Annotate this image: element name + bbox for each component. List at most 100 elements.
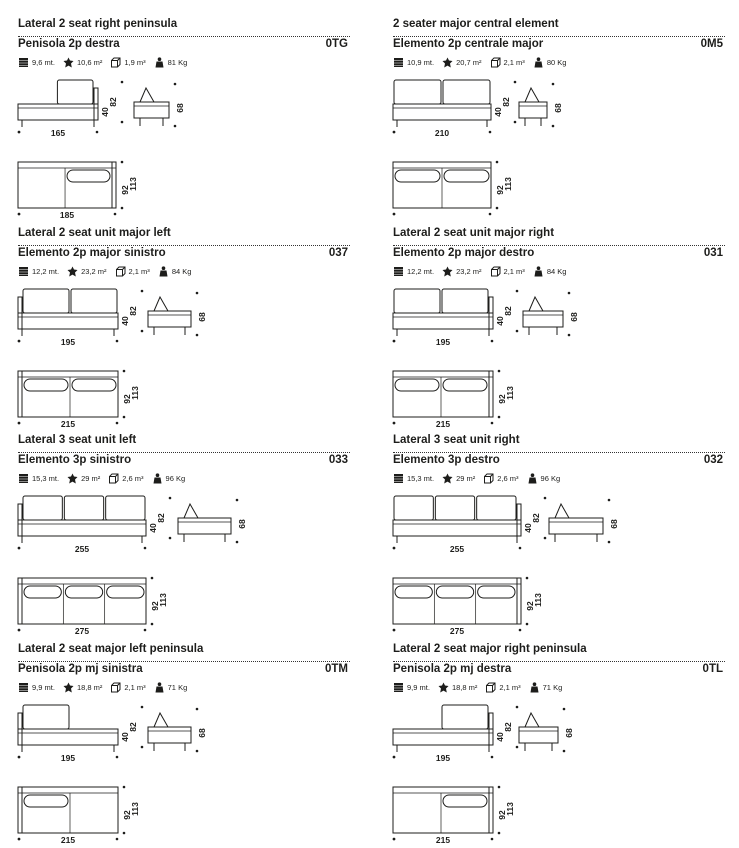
top-back-cushion xyxy=(394,169,441,183)
spec-leather: 18,8 m² xyxy=(438,682,477,693)
spec-leather-value: 29 m² xyxy=(81,473,101,483)
spec-weight-value: 81 Kg xyxy=(167,57,188,67)
back-cushion xyxy=(105,495,146,521)
side-height-label: 68 xyxy=(569,312,579,322)
top-width-label: 215 xyxy=(61,419,75,429)
dimension-marker xyxy=(140,705,144,709)
dimension-marker xyxy=(551,82,555,86)
spec-leather: 23,2 m² xyxy=(67,266,107,277)
dimension-marker xyxy=(17,212,21,216)
dimension-marker xyxy=(497,785,501,789)
package-box-icon xyxy=(490,266,501,276)
dimension-marker xyxy=(115,421,119,425)
product-code: 0TM xyxy=(325,663,348,675)
top-outline xyxy=(392,577,522,625)
package-box-icon xyxy=(111,682,121,692)
top-outline xyxy=(17,577,147,625)
package-box-icon xyxy=(490,57,501,67)
dimension-marker xyxy=(140,289,144,293)
spec-volume: 2,6 m³ xyxy=(108,473,144,484)
side-body xyxy=(133,101,170,119)
package-box-icon xyxy=(111,57,121,67)
dimension-marker xyxy=(513,120,517,124)
back-cushion xyxy=(393,288,441,314)
top-back-cushion xyxy=(71,378,117,392)
back-height-label: 82 xyxy=(503,722,513,732)
side-view: 68 xyxy=(548,498,619,544)
spec-weight: 84 Kg xyxy=(158,265,192,277)
back-height-label: 82 xyxy=(503,306,513,316)
top-back-cushion xyxy=(477,585,516,599)
product-code: 0TG xyxy=(325,38,348,50)
dimension-marker xyxy=(392,628,396,632)
fabric-swatch-icon xyxy=(19,473,28,483)
top-arm-left xyxy=(17,577,23,625)
fabric-swatch-icon xyxy=(394,57,403,67)
dimension-marker xyxy=(488,130,492,134)
seat-height-label: 40 xyxy=(120,316,130,326)
package-box-icon xyxy=(484,473,494,483)
product-code: 031 xyxy=(703,247,723,259)
back-height-label: 82 xyxy=(501,97,511,107)
armrest-right xyxy=(488,712,494,746)
dotted-divider xyxy=(18,661,350,662)
dimension-marker xyxy=(490,755,494,759)
back-height-label: 82 xyxy=(128,306,138,316)
armrest-left xyxy=(17,503,23,537)
dimension-marker xyxy=(17,339,21,343)
seat-height-label: 40 xyxy=(120,732,130,742)
dimension-marker xyxy=(525,622,529,626)
product-title-it: Penisola 2p destra xyxy=(18,38,120,50)
top-back-cushion xyxy=(443,169,490,183)
seat-height-label: 40 xyxy=(100,107,110,117)
dimension-marker xyxy=(518,546,522,550)
leather-hide-icon xyxy=(67,266,78,276)
side-body xyxy=(177,517,232,535)
front-width-label: 165 xyxy=(51,128,65,138)
leather-hide-icon xyxy=(63,682,74,692)
seat-height-label: 40 xyxy=(148,523,158,533)
total-depth-label: 113 xyxy=(128,177,138,191)
spec-fabric: 9,9 mt. xyxy=(18,682,55,693)
top-outline xyxy=(17,161,117,209)
top-back-cushion xyxy=(106,585,145,599)
spec-leather-value: 29 m² xyxy=(456,473,476,483)
spec-weight-value: 84 Kg xyxy=(171,266,192,276)
dimension-marker xyxy=(17,755,21,759)
product-code: 032 xyxy=(703,454,723,466)
fabric-swatch-icon xyxy=(394,473,403,483)
spec-volume-value: 2,6 m³ xyxy=(497,473,519,483)
spec-weight: 80 Kg xyxy=(533,56,566,68)
dimension-marker xyxy=(17,546,21,550)
spec-fabric: 15,3 mt. xyxy=(393,473,434,484)
product-code: 033 xyxy=(328,454,348,466)
spec-fabric: 10,9 mt. xyxy=(393,57,434,68)
dimension-marker xyxy=(122,831,126,835)
fabric-swatch-icon xyxy=(19,57,28,67)
top-back-cushion xyxy=(66,169,111,183)
dimension-marker xyxy=(490,837,494,841)
back-height-label: 82 xyxy=(531,513,541,523)
side-body xyxy=(147,726,192,744)
dimension-marker xyxy=(525,576,529,580)
leather-hide-icon xyxy=(67,473,78,483)
dotted-divider xyxy=(18,36,350,37)
dimension-marker xyxy=(122,415,126,419)
dimension-marker xyxy=(235,540,239,544)
dimension-marker xyxy=(515,329,519,333)
product-title-en: Lateral 2 seat right peninsula xyxy=(18,18,178,30)
product-title-it: Elemento 3p destro xyxy=(393,454,500,466)
front-width-label: 195 xyxy=(436,337,450,347)
side-body xyxy=(518,101,548,119)
seat-height-label: 40 xyxy=(495,732,505,742)
leather-hide-icon xyxy=(438,682,449,692)
spec-fabric: 9,9 mt. xyxy=(393,682,430,693)
dimension-marker xyxy=(143,546,147,550)
